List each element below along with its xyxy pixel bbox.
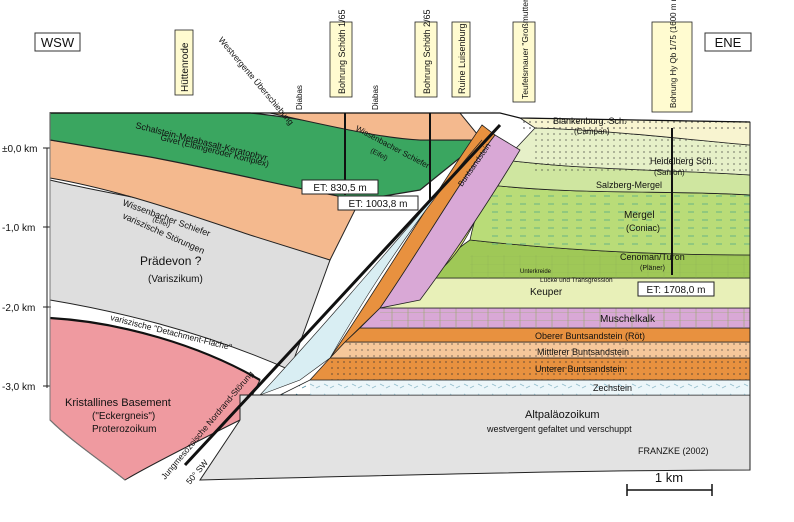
label-salzberg: Salzberg-Mergel (596, 180, 662, 190)
well-label-schoeth-1: Bohrung Schöth 1/65 (329, 9, 353, 98)
end-depth-3: ET: 1708,0 m (637, 281, 715, 297)
label-cenoman: Cenoman/Turon (620, 252, 685, 262)
end-depth-2: ET: 1003,8 m (337, 195, 419, 211)
credit: FRANZKE (2002) (638, 446, 709, 456)
label-zechstein: Zechstein (593, 383, 632, 393)
svg-text:ET: 830,5 m: ET: 830,5 m (313, 183, 366, 194)
unit-altpalaeozoikum (199, 394, 751, 481)
label-mittlerer-bunt: Mittlerer Buntsandstein (537, 347, 629, 357)
svg-text:Teufelsmauer "Großmutter": Teufelsmauer "Großmutter" (520, 0, 530, 99)
svg-text:Bohrung Hy Qb 1/75 (1600 m nac: Bohrung Hy Qb 1/75 (1600 m nach NW versc… (669, 0, 678, 108)
orientation-ene: ENE (704, 32, 752, 52)
label-altpalaeo: Altpaläozoikum (525, 409, 600, 421)
svg-text:Ruine Luisenburg: Ruine Luisenburg (457, 23, 467, 94)
label-santon: (Santon) (654, 168, 685, 177)
label-praedevon-sub: (Variszikum) (148, 274, 203, 285)
label-basement: Kristallines Basement (65, 397, 171, 409)
well-label-luisenburg: Ruine Luisenburg (451, 21, 471, 98)
nordrand-fault (183, 123, 502, 467)
scale-bar-label: 1 km (655, 470, 683, 485)
label-basement-sub2: Proterozoikum (92, 424, 156, 435)
well-label-huettenrode: Hüttenrode (174, 29, 194, 96)
label-oberer-bunt: Oberer Buntsandstein (Röt) (535, 331, 645, 341)
scale-bar: 1 km (626, 470, 713, 496)
well-label-hy-qb: Bohrung Hy Qb 1/75 (1600 m nach NW versc… (651, 0, 693, 113)
label-campan: (Campan) (574, 127, 610, 136)
svg-text:Bohrung Schöth 1/65: Bohrung Schöth 1/65 (337, 9, 347, 94)
svg-text:Hüttenrode: Hüttenrode (180, 42, 191, 92)
surface-line (50, 112, 751, 123)
svg-text:ENE: ENE (715, 35, 742, 50)
label-coniac: (Coniac) (626, 223, 660, 233)
label-altpalaeo-sub: westvergent gefaltet und verschuppt (486, 424, 632, 434)
svg-text:ET: 1003,8 m: ET: 1003,8 m (349, 199, 408, 210)
depth-tick-label: -1,0 km (2, 223, 35, 234)
label-luecke: Lücke und Transgression (540, 277, 613, 284)
svg-text:WSW: WSW (41, 35, 75, 50)
label-basement-sub1: ("Eckergneis") (92, 411, 155, 422)
well-label-teufelsmauer: Teufelsmauer "Großmutter" (512, 0, 536, 103)
label-diabas-1: Diabas (295, 85, 304, 110)
label-paelae: (Pläner) (640, 265, 665, 272)
depth-tick-label: ±0,0 km (2, 144, 38, 155)
orientation-wsw: WSW (34, 32, 81, 52)
end-depth-1: ET: 830,5 m (301, 179, 379, 195)
label-muschelkalk: Muschelkalk (600, 314, 656, 325)
label-diabas-2: Diabas (371, 85, 380, 110)
svg-text:ET: 1708,0 m: ET: 1708,0 m (647, 285, 706, 296)
label-heidelberg: Heidelberg Sch. (650, 156, 714, 166)
label-unterkreide: Unterkreide (520, 269, 552, 275)
label-keuper: Keuper (530, 287, 563, 298)
depth-tick-label: -2,0 km (2, 303, 35, 314)
depth-axis: ±0,0 km -1,0 km -2,0 km -3,0 km (2, 144, 51, 393)
depth-tick-label: -3,0 km (2, 382, 35, 393)
label-mergel: Mergel (624, 210, 655, 221)
label-praedevon: Prädevon ? (140, 254, 202, 268)
well-label-schoeth-2: Bohrung Schöth 2/65 (414, 9, 438, 98)
label-unterer-bunt: Unterer Buntsandstein (535, 364, 625, 374)
label-blankenburg: Blankenburg. Sch. (553, 116, 627, 126)
svg-text:Bohrung Schöth 2/65: Bohrung Schöth 2/65 (422, 9, 432, 94)
detachment-fault (49, 316, 261, 381)
